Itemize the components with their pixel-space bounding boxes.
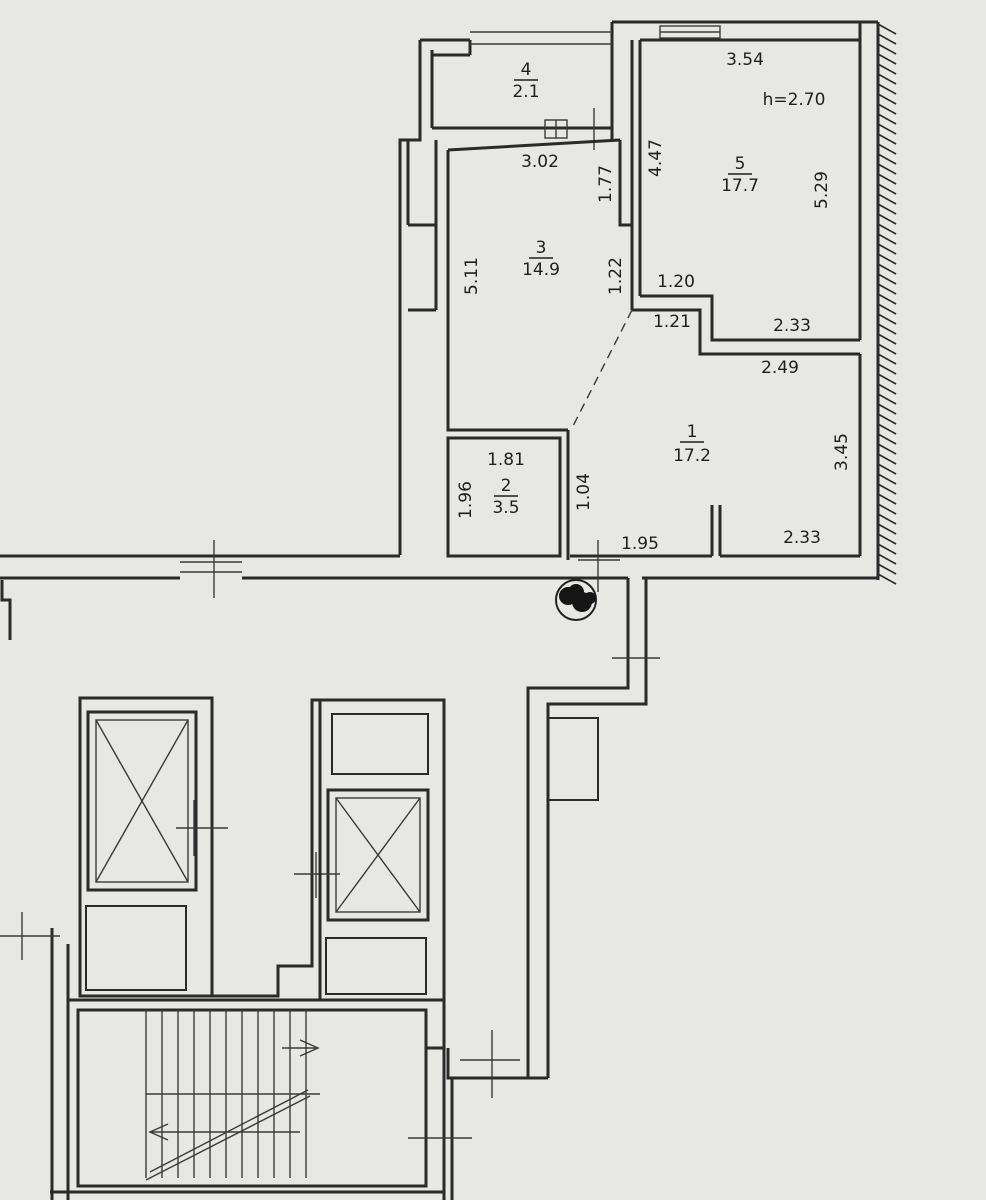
hatch-stroke	[877, 273, 897, 285]
dim-r2-right: 1.04	[574, 473, 594, 511]
hatch-stroke	[877, 23, 897, 35]
dim-r3-right-upper: 1.77	[596, 165, 616, 203]
hatch-stroke	[877, 293, 897, 305]
building-core	[0, 578, 660, 1200]
hatch-stroke	[877, 53, 897, 65]
apartment-walls	[0, 20, 880, 598]
hatch-stroke	[877, 503, 897, 515]
dim-r3-right-lower: 1.22	[606, 257, 626, 295]
dim-r5-right: 5.29	[812, 171, 832, 209]
room-5-number: 5	[735, 154, 746, 174]
room-4-area: 2.1	[512, 82, 539, 102]
dim-r3-left: 5.11	[462, 257, 482, 295]
hatch-stroke	[877, 183, 897, 195]
dim-r2-left: 1.96	[456, 481, 476, 519]
room-2-number: 2	[501, 476, 512, 496]
dim-r1-right: 3.45	[832, 433, 852, 471]
room-1-label: 1 17.2	[673, 422, 711, 466]
hatch-stroke	[877, 463, 897, 475]
hatch-stroke	[877, 83, 897, 95]
hatch-stroke	[877, 543, 897, 555]
room-4-label: 4 2.1	[512, 60, 539, 102]
hatch-stroke	[877, 393, 897, 405]
hatch-stroke	[877, 173, 897, 185]
hatch-stroke	[877, 43, 897, 55]
hatch-stroke	[877, 433, 897, 445]
hatch-stroke	[877, 353, 897, 365]
hatch-stroke	[877, 443, 897, 455]
hatch-stroke	[877, 213, 897, 225]
room-1-area: 17.2	[673, 446, 711, 466]
room-1-number: 1	[687, 422, 698, 442]
hatch-stroke	[877, 313, 897, 325]
hatch-stroke	[877, 253, 897, 265]
hatch-stroke	[877, 483, 897, 495]
hatch-stroke	[877, 573, 897, 585]
hatch-stroke	[877, 143, 897, 155]
hatch-stroke	[877, 123, 897, 135]
hatch-stroke	[877, 73, 897, 85]
hatch-stroke	[877, 233, 897, 245]
dimension-labels: 3.54 4.47 5.29 2.33 3.02 1.77 5.11 1.22 …	[456, 50, 852, 554]
hatch-stroke	[877, 473, 897, 485]
hatch-stroke	[877, 113, 897, 125]
ceiling-height: h=2.70	[763, 90, 826, 110]
room-2-label: 2 3.5	[492, 476, 519, 518]
dim-r1-bottom-right: 2.33	[783, 528, 821, 548]
hatch-stroke	[877, 103, 897, 115]
hatch-stroke	[877, 303, 897, 315]
hatch-stroke	[877, 243, 897, 255]
hatch-stroke	[877, 133, 897, 145]
hatch-stroke	[877, 193, 897, 205]
hatch-stroke	[877, 513, 897, 525]
room-3-area: 14.9	[522, 260, 560, 280]
dim-r1-bottom-left: 1.95	[621, 534, 659, 554]
hatch-stroke	[877, 63, 897, 75]
hatch-stroke	[877, 363, 897, 375]
hatch-stroke	[877, 323, 897, 335]
hatch-stroke	[877, 373, 897, 385]
hatch-stroke	[877, 403, 897, 415]
hatch-stroke	[877, 563, 897, 575]
room-5-label: 5 17.7	[721, 154, 759, 196]
hatch-stroke	[877, 383, 897, 395]
hatch-stroke	[877, 493, 897, 505]
dim-step-b: 1.21	[653, 312, 691, 332]
dim-r5-bottom: 2.33	[773, 316, 811, 336]
dim-r1-top: 2.49	[761, 358, 799, 378]
hatch-stroke	[877, 553, 897, 565]
utility-riser	[555, 579, 597, 621]
room-2-area: 3.5	[492, 498, 519, 518]
room-3-number: 3	[536, 238, 547, 258]
dim-r5-top: 3.54	[726, 50, 764, 70]
hatch-stroke	[877, 413, 897, 425]
hatch-stroke	[877, 343, 897, 355]
hatch-stroke	[877, 523, 897, 535]
hatch-stroke	[877, 423, 897, 435]
dim-step-a: 1.20	[657, 272, 695, 292]
hatch-stroke	[877, 153, 897, 165]
hatch-stroke	[877, 223, 897, 235]
hatch-stroke	[877, 453, 897, 465]
dim-r2-top: 1.81	[487, 450, 525, 470]
hatch-stroke	[877, 203, 897, 215]
hatch-stroke	[877, 263, 897, 275]
exterior-hatching	[877, 23, 897, 585]
hatch-stroke	[877, 93, 897, 105]
room-3-label: 3 14.9	[522, 238, 560, 280]
room-4-number: 4	[521, 60, 532, 80]
hatch-stroke	[877, 33, 897, 45]
hatch-stroke	[877, 283, 897, 295]
hatch-stroke	[877, 163, 897, 175]
dim-r5-left: 4.47	[646, 139, 666, 177]
hatch-stroke	[877, 533, 897, 545]
dim-r3-top: 3.02	[521, 152, 559, 172]
hatch-stroke	[877, 333, 897, 345]
room-5-area: 17.7	[721, 176, 759, 196]
